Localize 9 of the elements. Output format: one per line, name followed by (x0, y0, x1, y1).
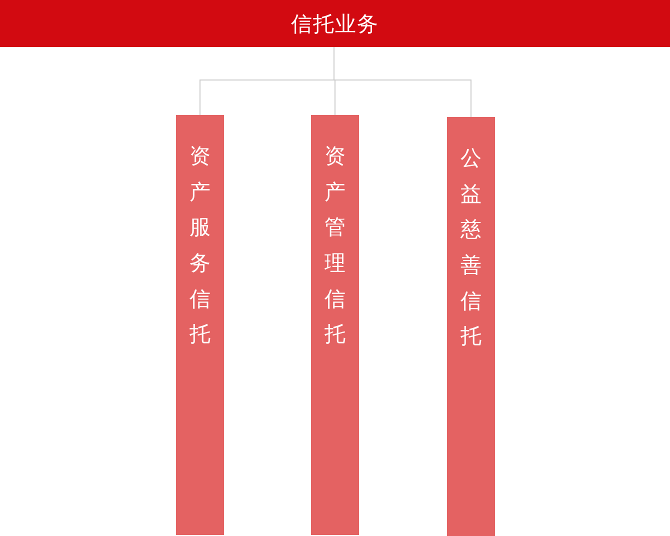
connector-line (334, 46, 472, 118)
category-column (447, 117, 495, 536)
category-column (311, 115, 359, 535)
column-label: 资产服务信托 (190, 143, 210, 348)
column-label: 资产管理信托 (324, 143, 346, 348)
category-column (176, 115, 224, 535)
header-title: 信托业务 (291, 10, 379, 38)
column-label: 公益慈善信托 (460, 145, 482, 350)
header-bar (0, 0, 670, 47)
